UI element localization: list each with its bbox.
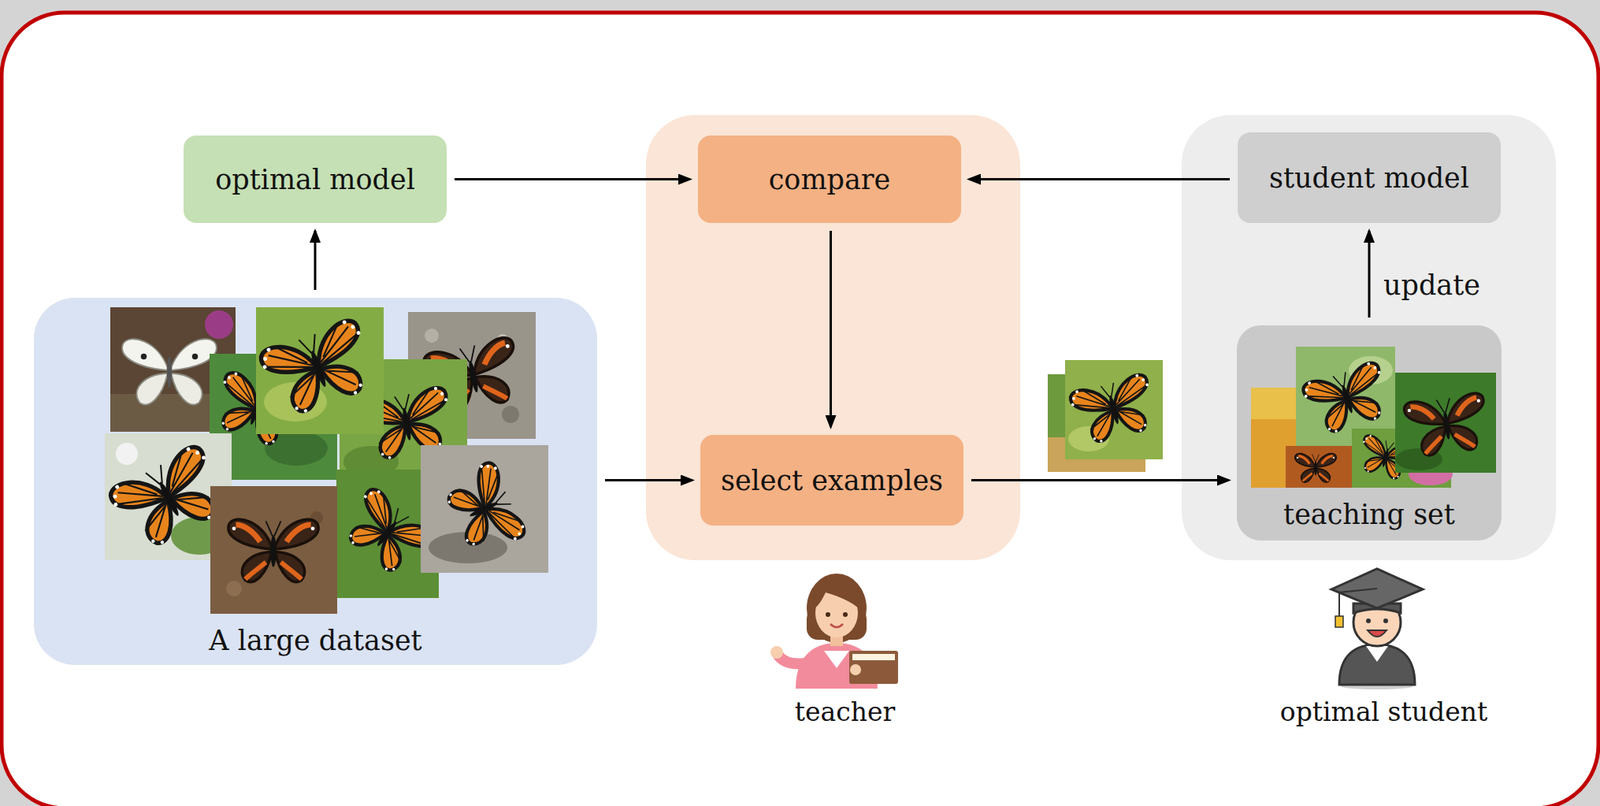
photo-tile xyxy=(1295,346,1396,446)
photo-tile xyxy=(104,433,233,561)
arrow-connector xyxy=(971,478,1229,482)
student-icon xyxy=(1331,568,1423,690)
node-label: teaching set xyxy=(1283,497,1456,531)
arrow-connector xyxy=(829,230,832,427)
arrow-connector xyxy=(454,178,691,181)
student-panel: optimal studentstudent modelteaching set xyxy=(1181,115,1556,561)
photo-tile xyxy=(1065,360,1163,460)
arrow-connector xyxy=(605,478,693,482)
dataset-panel: A large dataset xyxy=(33,297,598,665)
model-box: student model xyxy=(1237,132,1501,223)
process-box: compare xyxy=(697,135,962,223)
process-box: select examples xyxy=(700,434,964,526)
teacher-panel: teachercompareselect examples xyxy=(645,115,1021,561)
photo-tile xyxy=(1251,387,1317,488)
photo-tile xyxy=(420,445,549,573)
slide-frame xyxy=(1,12,1599,806)
arrow-connector xyxy=(314,230,317,290)
photo-tile xyxy=(408,311,536,439)
role-label: optimal student xyxy=(1196,696,1571,728)
arrow-connector xyxy=(968,178,1230,181)
photo-tile xyxy=(210,486,338,614)
edge-label-holder: update xyxy=(1383,268,1481,302)
photo-tile xyxy=(1395,372,1497,473)
node-label: A large dataset xyxy=(208,623,422,658)
connector-group xyxy=(315,179,1370,481)
model-box: optimal model xyxy=(183,135,447,223)
edge-label: update xyxy=(1383,268,1481,302)
teaching-set-box: teaching set xyxy=(1236,325,1502,541)
photo-tile xyxy=(1047,374,1146,472)
photo-tile xyxy=(1351,428,1453,488)
teacher-icon xyxy=(770,573,899,689)
photo-tile xyxy=(336,469,439,598)
photo-tile xyxy=(207,353,338,480)
role-label: teacher xyxy=(657,696,1033,728)
node-label: select examples xyxy=(720,464,943,498)
arrow-connector xyxy=(1368,230,1371,318)
node-label: optimal model xyxy=(215,163,416,197)
node-label: compare xyxy=(768,163,891,197)
photo-tile xyxy=(110,307,236,432)
photo-tile xyxy=(339,359,468,486)
photo-tile xyxy=(1285,445,1352,488)
photo-tile xyxy=(256,307,384,435)
node-label: student model xyxy=(1269,161,1470,195)
